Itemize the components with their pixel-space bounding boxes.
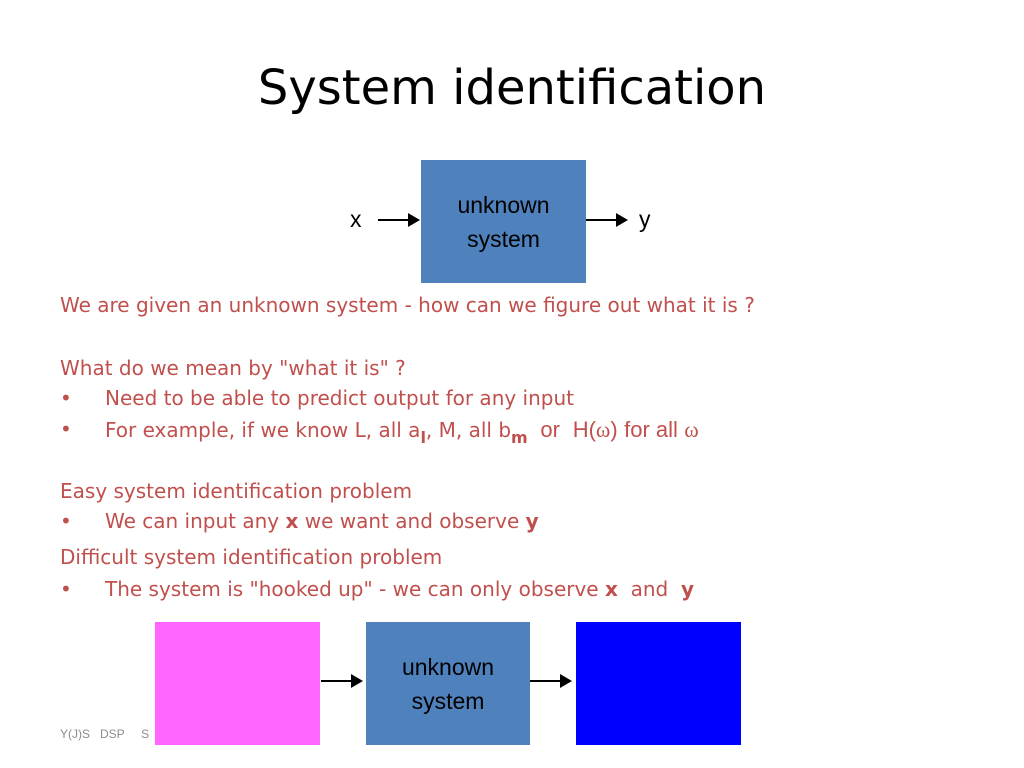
bold-x: x	[285, 509, 299, 533]
input-arrow	[378, 213, 420, 227]
bold-y: y	[680, 577, 695, 601]
or-word: or	[540, 417, 560, 442]
text-segment: we want and observe	[298, 509, 526, 533]
box-label-line2: system	[411, 687, 485, 714]
box-label-line1: unknown	[401, 653, 495, 680]
subscript-l: l	[420, 428, 426, 447]
input-signal-label: x	[350, 206, 362, 232]
h-func: H(	[572, 417, 596, 442]
text-segment: We can input any	[105, 509, 286, 533]
paragraph-4: Difficult system identification problem	[60, 545, 443, 569]
output-arrow	[586, 213, 628, 227]
connector-arrow	[530, 674, 572, 688]
bullet-text: We can input any x we want and observe y	[105, 509, 539, 533]
text-segment: For example, if we know L, all a	[105, 418, 421, 442]
unknown-system-box: unknown system	[421, 160, 586, 283]
connector-arrow	[321, 674, 363, 688]
h-close: )	[610, 417, 618, 442]
bullet-text: Need to be able to predict output for an…	[105, 386, 575, 410]
bullet-symbol: •	[60, 577, 72, 601]
box-label-line1: unknown	[457, 191, 550, 218]
omega-symbol: ω	[684, 417, 699, 442]
bullet-symbol: •	[60, 386, 72, 410]
unknown-system-box: unknown system	[366, 622, 530, 745]
and-word: and	[630, 577, 669, 601]
text-segment: , M, all b	[425, 418, 512, 442]
bullet-text: For example, if we know L, all al, M, al…	[105, 417, 699, 447]
box-label-line2: system	[467, 225, 540, 252]
bold-y: y	[525, 509, 539, 533]
slide-title: System identification	[257, 60, 767, 116]
paragraph-3: Easy system identification problem	[60, 479, 413, 503]
downstream-system-box	[576, 622, 741, 745]
bold-x: x	[604, 577, 618, 601]
bullet-symbol: •	[60, 509, 72, 533]
paragraph-1: We are given an unknown system - how can…	[60, 293, 755, 317]
paragraph-2: What do we mean by "what it is" ?	[60, 356, 406, 380]
bullet-symbol: •	[60, 417, 72, 441]
output-signal-label: y	[639, 206, 651, 232]
bullet-text: The system is "hooked up" - we can only …	[105, 577, 694, 601]
omega-symbol: ω	[595, 417, 611, 442]
subscript-m: m	[511, 428, 528, 447]
for-all-text: for all	[624, 417, 678, 442]
upstream-system-box	[155, 622, 320, 745]
slide-footer: Y(J)S DSP S	[60, 727, 150, 741]
text-segment: The system is "hooked up" - we can only …	[105, 577, 605, 601]
